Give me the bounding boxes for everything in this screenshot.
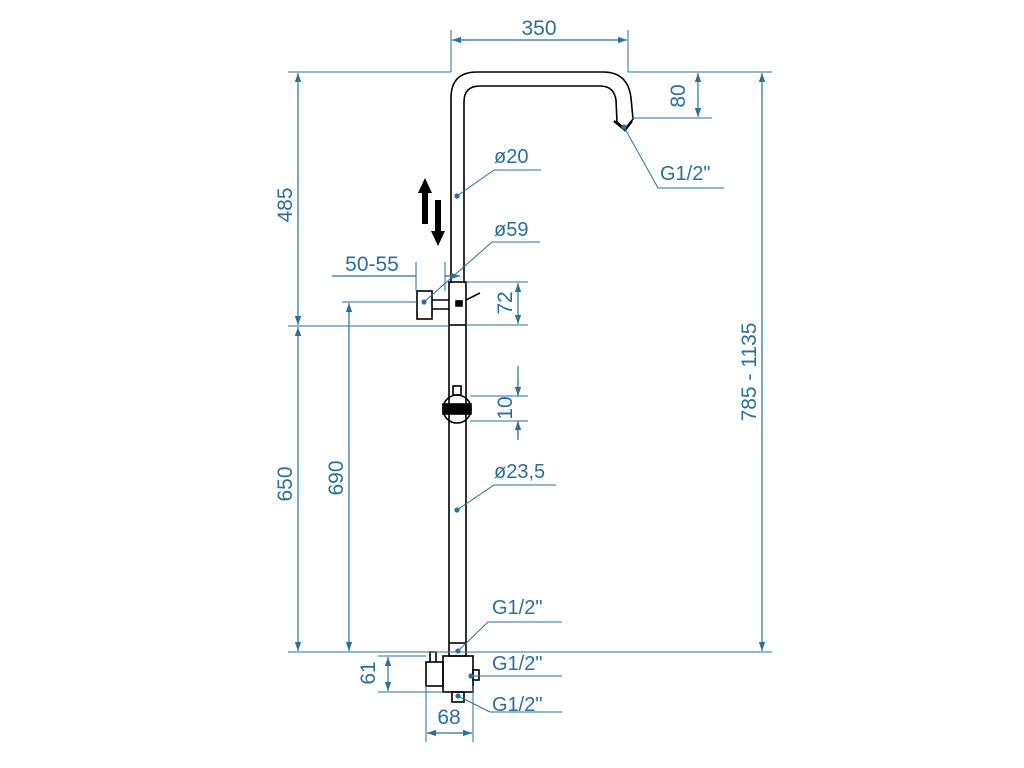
holder-slot [455, 300, 463, 307]
dim-690-value: 690 [325, 460, 348, 495]
dimension-lines [294, 36, 766, 737]
holder-diameter-label: ø59 [494, 219, 528, 241]
mixer-handle [425, 661, 444, 687]
mixer-side-outlet [472, 669, 480, 681]
mixer-bottom-thread-label: G1/2" [492, 694, 542, 716]
upper-pipe-arm [450, 71, 634, 283]
mixer-body [442, 655, 474, 693]
mixer-top-thread-label: G1/2" [492, 597, 542, 619]
head-thread-label: G1/2" [660, 163, 710, 185]
dim-72-value: 72 [494, 291, 517, 314]
holder-arm [432, 299, 449, 310]
dim-650-value: 650 [274, 466, 297, 501]
slider-top [452, 385, 462, 396]
head-nozzle [613, 120, 633, 132]
callout-labels: G1/2" ø20 ø59 ø23,5 G1/2" G1/2" G1/2" [492, 146, 710, 716]
leader-lines [423, 126, 724, 713]
dim-overall-value: 785 - 1135 [738, 323, 761, 422]
shower-body [416, 71, 634, 703]
up-down-arrows-icon [418, 178, 445, 246]
dim-10-value: 10 [494, 396, 517, 419]
slider-bar [442, 403, 472, 415]
dim-50-55-value: 50-55 [345, 253, 399, 276]
lower-pipe [448, 325, 467, 643]
dim-61-value: 61 [357, 661, 380, 684]
dim-80-value: 80 [667, 84, 690, 107]
dim-350-value: 350 [521, 17, 556, 40]
mixer-lever [429, 651, 437, 662]
dim-68-value: 68 [437, 706, 460, 729]
upper-pipe-diameter-label: ø20 [494, 146, 528, 168]
holder-lever [465, 292, 481, 301]
leader-dots [421, 124, 627, 699]
dim-485-value: 485 [274, 187, 297, 222]
lower-pipe-diameter-label: ø23,5 [494, 461, 545, 483]
extension-lines [288, 30, 772, 742]
dimension-text: 350 80 485 50-55 72 10 650 690 785 - 113… [274, 17, 761, 729]
mixer-bottom-outlet [451, 691, 465, 703]
holder-knob [416, 290, 433, 320]
mixer-side-thread-label: G1/2" [492, 653, 542, 675]
